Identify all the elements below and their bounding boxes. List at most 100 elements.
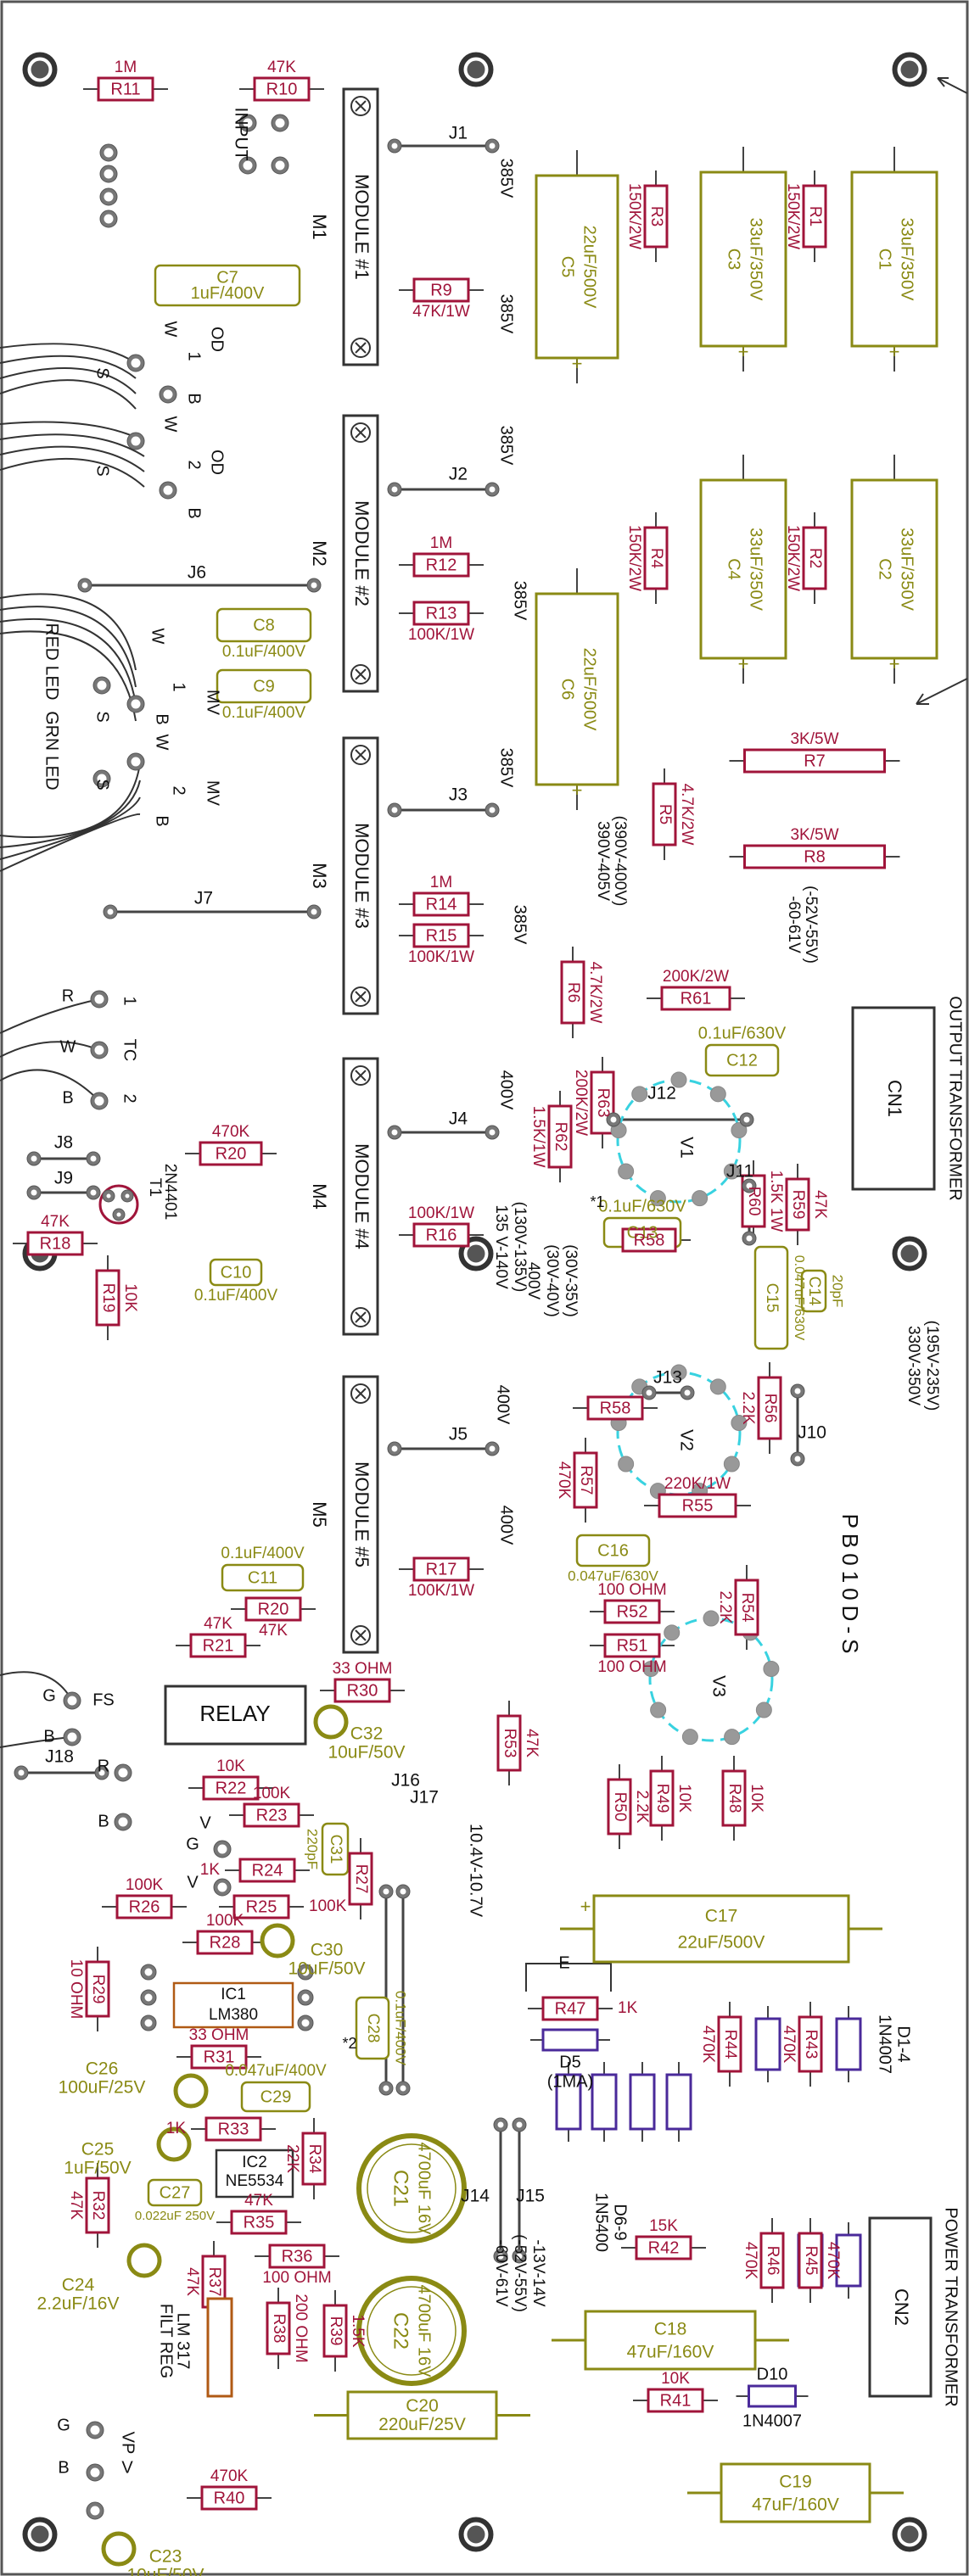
resistor-r18-value: 47K [41,1213,70,1231]
capacitor-c20-ref: C20 [406,2396,439,2416]
capacitor-c18-value: 47uF/160V [627,2343,714,2362]
resistor-r56 [757,1376,782,1440]
pad-hole [97,774,107,784]
pad-hole [90,1189,97,1196]
pad-hole [383,1888,389,1895]
resistor-r41-ref: R41 [660,2391,692,2410]
diode-d5 [541,2028,599,2052]
resistor-r45-value: 470K [824,2242,842,2280]
capacitor-c4-value: 33uF/350V [747,528,765,612]
plus-sign: + [580,1896,591,1917]
relay-label: RELAY [199,1701,270,1726]
capacitor-c12-ref: C12 [726,1051,758,1070]
voltage-neg3: -13V-14V [529,2239,547,2307]
lead-wire [0,367,137,394]
resistor-r38 [266,2301,291,2355]
module-label: MODULE #4 [351,1143,372,1249]
pad-hole [746,1235,753,1242]
module-2 [342,414,379,693]
resistor-r43 [798,2015,823,2073]
capacitor-c22-inner [367,2286,456,2376]
screw-slot [355,668,367,680]
pad-hole [104,192,114,202]
resistor-r1-ref: R1 [806,206,824,226]
lead-wire [0,355,137,379]
capacitor-c27 [147,2178,203,2207]
tube-pin [723,1163,740,1180]
pad-hole [383,2085,389,2092]
pad-hole [97,680,107,690]
pad-hole [497,2253,504,2260]
label-1: 1 [185,351,204,360]
lead-wire [0,796,141,860]
resistor-r31-ref: R31 [204,2048,235,2066]
capacitor-c4 [699,478,787,660]
regulator-ref: LM 317 [174,2313,193,2370]
pad-hole [275,160,285,170]
resistor-r20-ref: R20 [258,1600,289,1618]
label-2: 2 [170,785,188,795]
pad-hole [104,169,114,179]
ic1-value: LM380 [209,2006,258,2024]
tube-pin [649,1190,666,1207]
capacitor-c26 [173,2073,209,2109]
capacitor-c6-value: 22uF/500V [580,648,599,732]
capacitor-c21-ref: C21 [389,2170,412,2207]
module-name: M5 [309,1501,330,1528]
resistor-r44 [717,2015,742,2073]
resistor-r58 [586,1395,644,1421]
pad-hole [646,1389,653,1396]
resistor-r27 [348,1852,373,1906]
resistor-r1-value: 150K/2W [784,183,802,249]
resistor-r48-ref: R48 [725,1784,743,1813]
mounting-hole-center [900,2525,919,2544]
resistor-r4-value: 150K/2W [625,525,643,591]
tube-pin [681,1729,698,1746]
resistor-r16 [412,1222,470,1248]
resistor-r54-ref: R54 [738,1593,756,1623]
capacitor-c10-value: 0.1uF/400V [194,1287,278,1305]
resistor-r42 [635,2235,692,2260]
screw-slot [355,342,367,354]
tube-label: V1 [676,1137,696,1159]
label-v: V [199,1813,211,1832]
resistor-r23 [243,1802,300,1828]
lead-wire [0,445,145,472]
resistor-r7-value: 3K/5W [790,730,838,748]
resistor-r26 [115,1894,173,1919]
resistor-r18-ref: R18 [40,1234,71,1253]
jumper-label: J6 [188,563,206,583]
resistor-r30-ref: R30 [347,1681,378,1700]
capacitor-c21 [356,2133,467,2244]
capacitor-c18-ref: C18 [654,2319,687,2339]
component-layer [14,52,938,2567]
capacitor-c21-inner [367,2143,456,2233]
resistor-r3 [643,184,669,249]
label-b: B [153,713,171,724]
pad-hole [400,2085,406,2092]
resistor-r20 [244,1596,302,1622]
pad-hole [497,2121,504,2128]
pad-hole [104,214,114,224]
resistor-r59-value: 47K [811,1190,829,1219]
regulator-label: FILT REG [157,2304,176,2378]
pad-hole [516,2253,523,2260]
tube-pin [664,1624,681,1641]
lead-wire [0,630,137,722]
resistor-r7-ref: R7 [804,752,826,770]
resistor-r10-value: 47K [267,59,296,76]
module-name: M1 [309,214,330,240]
voltage-b40a: (30V-40V) [543,1244,561,1317]
resistor-r62-value: 1.5K/1W [529,1106,547,1168]
capacitor-c24-value: 2.2uF/16V [37,2294,120,2314]
resistor-r34-value: 22K [283,2144,301,2173]
resistor-r9 [412,277,470,303]
module-label: MODULE #2 [351,500,372,606]
pad-hole [67,1732,77,1742]
resistor-r30 [333,1678,391,1703]
diode-d10 [748,2384,797,2408]
ic2-ref: IC2 [242,2154,267,2171]
resistor-r57-value: 470K [555,1461,573,1500]
